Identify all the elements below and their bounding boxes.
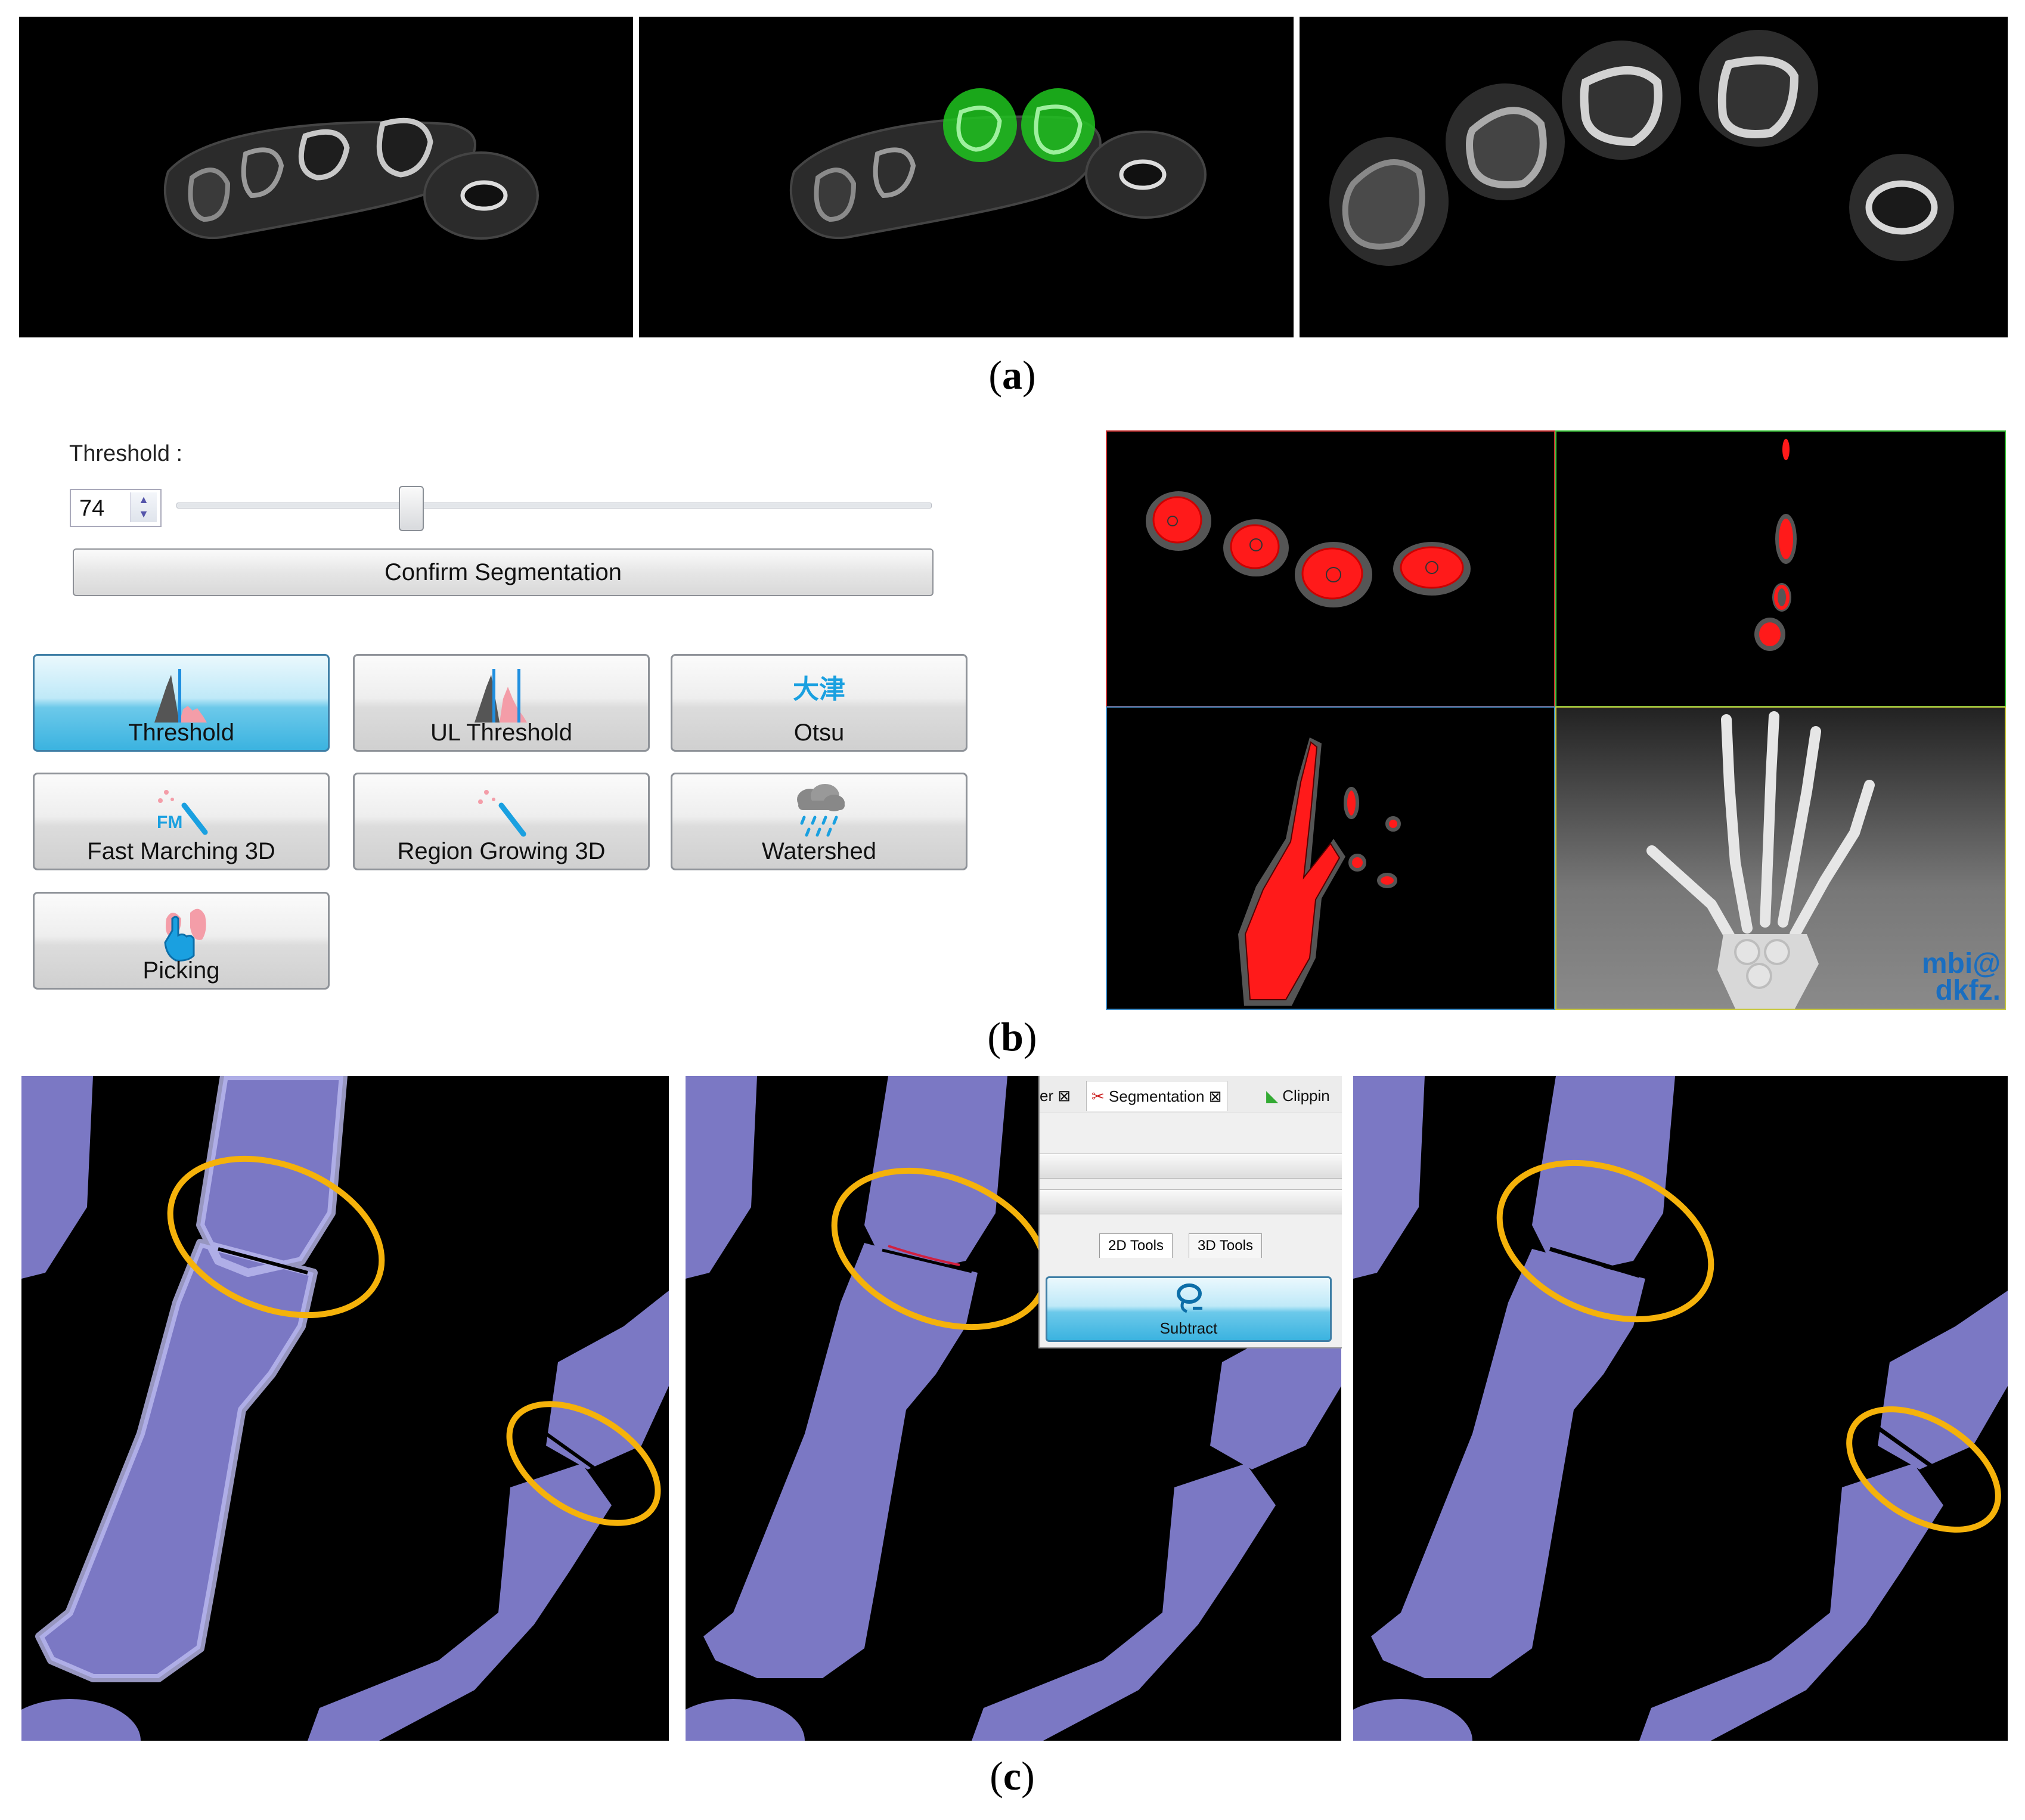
close-icon[interactable]: ⊠	[1058, 1087, 1071, 1105]
tab-3d-tools[interactable]: 3D Tools	[1189, 1233, 1262, 1258]
fast-marching-icon-text: FM	[157, 813, 183, 832]
subtract-label: Subtract	[1159, 1319, 1218, 1337]
magic-wand-icon	[478, 790, 526, 837]
tab-clipping[interactable]: ◣ Clippin	[1266, 1081, 1330, 1111]
segmentation-icon: ✂	[1091, 1087, 1105, 1105]
ul-threshold-histogram-icon	[475, 669, 527, 723]
viewer-sagittal[interactable]	[1555, 430, 2006, 707]
region-growing-tool-button[interactable]: Region Growing 3D	[353, 773, 650, 870]
ul-threshold-tool-button[interactable]: UL Threshold	[353, 654, 650, 752]
threshold-slider-track[interactable]	[176, 503, 932, 509]
subtract-tool-button[interactable]: Subtract	[1046, 1276, 1332, 1342]
coronal-segmentation-image	[1238, 737, 1401, 1006]
tool-label: Picking	[142, 957, 220, 984]
tab-clipping-label: Clippin	[1282, 1087, 1330, 1105]
lasso-subtract-icon	[1177, 1283, 1202, 1313]
threshold-label: Threshold :	[69, 441, 183, 466]
otsu-tool-button[interactable]: 大津 Otsu	[671, 654, 967, 752]
threshold-spinbox[interactable]: 74 ▲ ▼	[70, 489, 162, 527]
hand-pointer-icon	[164, 909, 206, 962]
mbi-logo-line2: dkfz.	[1936, 975, 2001, 1006]
threshold-slider-handle[interactable]	[399, 486, 424, 531]
ct-slice-cropped-image	[1329, 30, 1954, 266]
tab-previous-label: er	[1040, 1087, 1054, 1105]
threshold-tool-button[interactable]: Threshold	[33, 654, 330, 752]
axial-segmentation-image	[1146, 491, 1471, 607]
toolbar-row-2	[1040, 1189, 1342, 1214]
tool-label: Watershed	[762, 838, 876, 864]
tab-segmentation[interactable]: ✂ Segmentation ⊠	[1086, 1081, 1227, 1111]
bone-slice-after	[1353, 1076, 2008, 1741]
ct-slice-original-image	[163, 117, 539, 240]
confirm-segmentation-button[interactable]: Confirm Segmentation	[73, 548, 934, 596]
tool-label: Region Growing 3D	[397, 838, 606, 864]
bone-slice-before	[21, 1076, 669, 1741]
fast-marching-tool-button[interactable]: FM Fast Marching 3D	[33, 773, 330, 870]
mbi-logo-line1: mbi@	[1922, 948, 2001, 979]
tool-label: Threshold	[128, 720, 234, 746]
ct-slice-original	[19, 17, 633, 337]
ct-slice-cropped	[1300, 17, 2008, 337]
viewer-axial[interactable]	[1106, 430, 1555, 707]
threshold-value[interactable]: 74	[79, 496, 105, 521]
close-icon[interactable]: ⊠	[1208, 1087, 1222, 1105]
tool-label: Otsu	[793, 720, 845, 746]
bone-slice-after-image	[1353, 1076, 2008, 1741]
tab-segmentation-label: Segmentation	[1109, 1087, 1205, 1105]
tab-2d-tools[interactable]: 2D Tools	[1099, 1233, 1173, 1258]
watershed-tool-button[interactable]: Watershed	[671, 773, 967, 870]
caption-c: (c)	[990, 1753, 1035, 1799]
otsu-icon-text: 大津	[793, 674, 845, 705]
tool-label: Fast Marching 3D	[87, 838, 275, 864]
ct-slice-seeded	[639, 17, 1294, 337]
spin-arrows[interactable]: ▲ ▼	[130, 492, 157, 522]
picking-tool-button[interactable]: Picking	[33, 892, 330, 990]
caption-a: (a)	[988, 352, 1036, 398]
spin-up-icon[interactable]: ▲	[138, 494, 149, 506]
3d-hand-skeleton-render: mbi@ dkfz.	[1646, 711, 2001, 1009]
spin-down-icon[interactable]: ▼	[138, 508, 149, 520]
toolbar-row-1	[1040, 1154, 1342, 1179]
rain-cloud-icon	[797, 784, 845, 837]
segmentation-view-panel: er ⊠ ✂ Segmentation ⊠ ◣ Clippin 2D Tools…	[1038, 1076, 1342, 1348]
viewer-3d[interactable]: mbi@ dkfz.	[1555, 706, 2006, 1010]
caption-b: (b)	[987, 1014, 1037, 1059]
fast-marching-icon: FM	[148, 782, 214, 844]
sagittal-segmentation-image	[1754, 439, 1797, 651]
otsu-icon: 大津	[786, 663, 852, 725]
tool-label: UL Threshold	[430, 720, 572, 746]
viewer-coronal[interactable]	[1106, 706, 1555, 1010]
view-tab-bar: er ⊠ ✂ Segmentation ⊠ ◣ Clippin	[1040, 1076, 1342, 1112]
clipping-icon: ◣	[1266, 1087, 1278, 1105]
ct-slice-seeded-image	[789, 88, 1207, 240]
threshold-histogram-icon	[154, 669, 207, 723]
bone-slice-before-image	[21, 1076, 669, 1741]
tab-previous[interactable]: er ⊠	[1040, 1081, 1071, 1111]
